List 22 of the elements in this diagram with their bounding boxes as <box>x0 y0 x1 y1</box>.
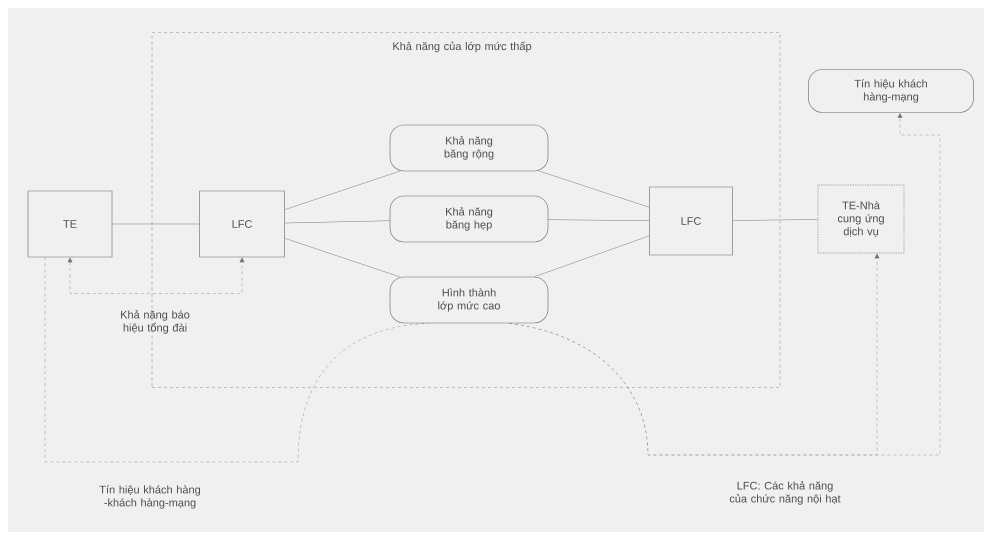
connector-line <box>534 236 650 277</box>
arrow <box>68 258 244 294</box>
connector-line <box>548 220 650 221</box>
group-heading: Khả năng của lớp mức thấp <box>393 42 532 52</box>
connector-line <box>284 171 400 210</box>
note-text: Tín hiệu khách hàng -khách hàng-mạng <box>100 485 200 509</box>
connector-line <box>732 219 818 221</box>
process-box: TE <box>28 190 112 258</box>
rounded-box: Khả năng băng hẹp <box>390 196 548 242</box>
connector-line <box>44 257 430 462</box>
rounded-box: Tín hiệu khách hàng-mạng <box>808 69 974 113</box>
connector-line <box>284 238 400 277</box>
note-text: Khả năng báo hiệu tổng đài <box>121 310 190 334</box>
arrow <box>508 113 940 456</box>
process-box: LFC <box>199 190 285 258</box>
process-box: LFC <box>649 186 733 256</box>
connector-line <box>540 171 650 208</box>
process-box: TE-Nhà cung ứng dịch vụ <box>818 184 904 254</box>
connector-line <box>284 220 390 224</box>
note-text: LFC: Các khả năng của chức năng nội hạt <box>730 481 841 505</box>
rounded-box: Khả năng băng rộng <box>390 124 548 172</box>
rounded-box: Hình thành lớp mức cao <box>390 276 548 324</box>
